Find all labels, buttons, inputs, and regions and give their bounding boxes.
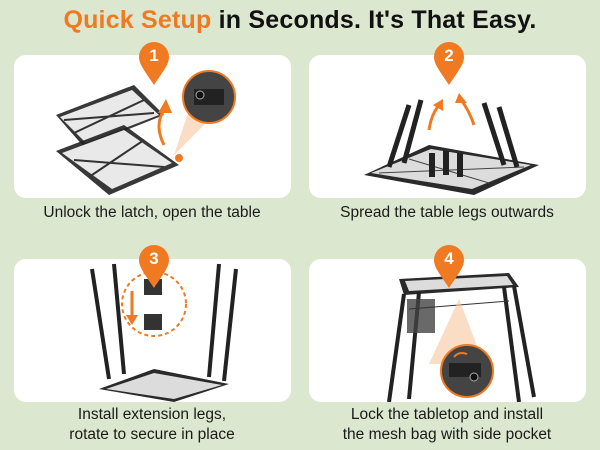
headline-rest: in Seconds. It's That Easy. <box>211 6 537 34</box>
headline-accent: Quick Setup <box>63 6 212 34</box>
step-2-caption: Spread the table legs outwards <box>340 204 554 221</box>
page-headline: Quick Setup in Seconds. It's That Easy. <box>0 6 600 35</box>
step-3-number: 3 <box>149 249 159 268</box>
step-1-number: 1 <box>149 46 159 65</box>
step-2-badge: 2 <box>433 42 465 86</box>
step-4-badge: 4 <box>433 245 465 289</box>
step-4-caption-line2: the mesh bag with side pocket <box>342 426 552 443</box>
step-3-panel <box>14 259 291 402</box>
step-3-illustration <box>90 263 238 402</box>
step-1-illustration <box>56 70 236 195</box>
step-2-number: 2 <box>444 46 454 65</box>
step-1-caption: Unlock the latch, open the table <box>43 204 261 221</box>
step-4-number: 4 <box>444 249 454 268</box>
step-3-caption-line1: Install extension legs, <box>77 406 227 423</box>
step-4-caption-line1: Lock the tabletop and install <box>350 406 544 423</box>
step-1-badge: 1 <box>138 42 170 86</box>
step-2-illustration <box>364 93 539 195</box>
step-4-caption: Lock the tabletop and install the mesh b… <box>297 405 597 445</box>
step-3-badge: 3 <box>138 245 170 289</box>
step-4-illustration <box>387 273 536 402</box>
step-3-caption: Install extension legs, rotate to secure… <box>2 405 302 445</box>
step-3-caption-line2: rotate to secure in place <box>69 426 235 443</box>
